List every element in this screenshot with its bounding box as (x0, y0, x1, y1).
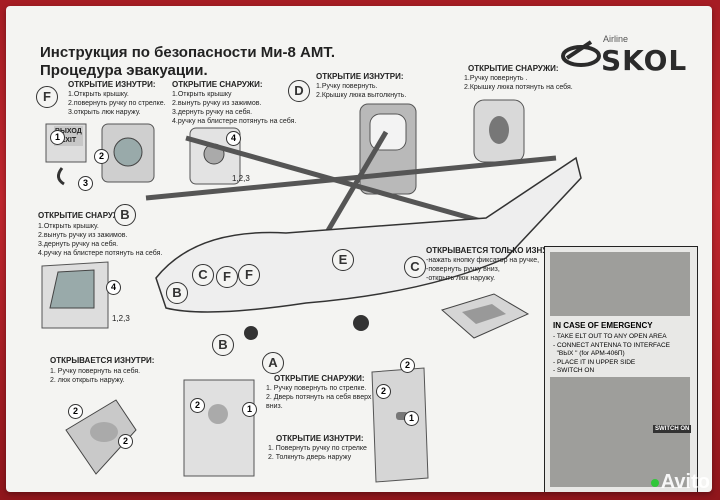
switch-on-label: SWITCH ON (653, 425, 692, 433)
avito-logo-icon (650, 478, 659, 487)
panel-inside-e-header: ОТКРЫВАЕТСЯ ИЗНУТРИ: (50, 356, 155, 365)
exit-letter-f: F (36, 86, 58, 108)
panel-a-header-inside: ОТКРЫТИЕ ИЗНУТРИ: (276, 434, 364, 443)
panel-c-illustration (440, 293, 530, 339)
panel-f-num-3: 3 (78, 176, 93, 191)
avito-watermark: Avito (650, 471, 710, 494)
panel-b-text: 1.Открыть крышку. 2.вынуть ручку из зажи… (38, 223, 163, 257)
title-line-1: Инструкция по безопасности Ми-8 АМТ. (40, 44, 335, 61)
panel-inside-e-num-a: 2 (68, 404, 83, 419)
panel-a-num-1a: 1 (242, 402, 257, 417)
panel-b-num-4: 4 (106, 280, 121, 295)
panel-f-num-1: 1 (50, 130, 65, 145)
panel-a-door-outside (183, 379, 255, 477)
panel-b-illustration (41, 261, 109, 329)
exit-letter-d: D (288, 80, 310, 102)
heli-label-f1: F (216, 266, 238, 288)
emergency-photo-top (550, 252, 690, 316)
panel-a-num-2b: 2 (400, 358, 415, 373)
panel-c-header: ОТКРЫВАЕТСЯ ТОЛЬКО ИЗНУТРИ: (426, 246, 566, 255)
panel-outside-f-num-123: 1,2,3 (232, 174, 250, 183)
panel-f-illustration (45, 123, 155, 186)
panel-a-text-inside: 1. Повернуть ручку по стрелке 2. Толкнут… (268, 445, 367, 461)
panel-outside-d-text: 1.Ручку повернуть . 2.Крышку люка потяну… (464, 75, 573, 91)
panel-a-header-outside: ОТКРЫТИЕ СНАРУЖИ: (274, 374, 365, 383)
emergency-header: IN CASE OF EMERGENCY (553, 321, 653, 330)
panel-b-num-123: 1,2,3 (112, 314, 130, 323)
exit-letter-c: C (404, 256, 426, 278)
panel-inside-e-illustration (65, 399, 137, 475)
panel-f-num-2: 2 (94, 149, 109, 164)
heli-label-e: E (332, 249, 354, 271)
panel-a-num-2c: 2 (376, 384, 391, 399)
panel-f-text: 1.Открыть крышку. 2.повернуть ручку по с… (68, 91, 166, 116)
exit-letter-a: A (262, 352, 284, 374)
helicopter-illustration (145, 130, 582, 340)
heli-label-b1: B (166, 282, 188, 304)
panel-outside-f-num-4: 4 (226, 131, 241, 146)
emergency-text: - TAKE ELT OUT TO ANY OPEN AREA - CONNEC… (553, 333, 671, 374)
panel-inside-e-num-b: 2 (118, 434, 133, 449)
title-line-2: Процедура эвакуации. (40, 62, 208, 79)
avito-watermark-text: Avito (660, 471, 710, 493)
safety-card: Инструкция по безопасности Ми-8 АМТ. Про… (6, 6, 712, 492)
logo-small-text: Airline (603, 34, 629, 44)
emergency-panel: IN CASE OF EMERGENCY - TAKE ELT OUT TO A… (544, 246, 698, 492)
panel-outside-f-text: 1.Открыть крышку 2.вынуть ручку из зажим… (172, 91, 297, 125)
panel-d-header: ОТКРЫТИЕ ИЗНУТРИ: (316, 72, 404, 81)
heli-label-f2: F (238, 264, 260, 286)
logo-mark-icon (561, 40, 601, 67)
panel-a-num-1b: 1 (404, 411, 419, 426)
panel-f-header: ОТКРЫТИЕ ИЗНУТРИ: (68, 80, 156, 89)
panel-a-num-2a: 2 (190, 398, 205, 413)
page-title: Инструкция по безопасности Ми-8 АМТ. Про… (40, 44, 335, 80)
panel-a-door-inside (371, 367, 429, 483)
panel-b-header: ОТКРЫТИЕ СНАРУЖИ: (38, 211, 129, 220)
heli-label-c: C (192, 264, 214, 286)
panel-inside-e-text: 1. Ручку повернуть на себя. 2. люк откры… (50, 368, 141, 384)
panel-c-text: -нажать кнопку фиксатор на ручке, -повер… (426, 257, 540, 282)
heli-label-b2: B (212, 334, 234, 356)
panel-d-text: 1.Ручку повернуть. 2.Крышку люка вытолкн… (316, 83, 407, 99)
panel-outside-f-header: ОТКРЫТИЕ СНАРУЖИ: (172, 80, 263, 89)
airline-logo: Airline SKOL (561, 34, 686, 77)
panel-a-text-outside: 1. Ручку повернуть по стрелке. 2. Дверь … (266, 385, 372, 410)
exit-letter-b: B (114, 204, 136, 226)
panel-outside-d-header: ОТКРЫТИЕ СНАРУЖИ: (468, 64, 559, 73)
logo-brand-text: SKOL (601, 44, 688, 77)
